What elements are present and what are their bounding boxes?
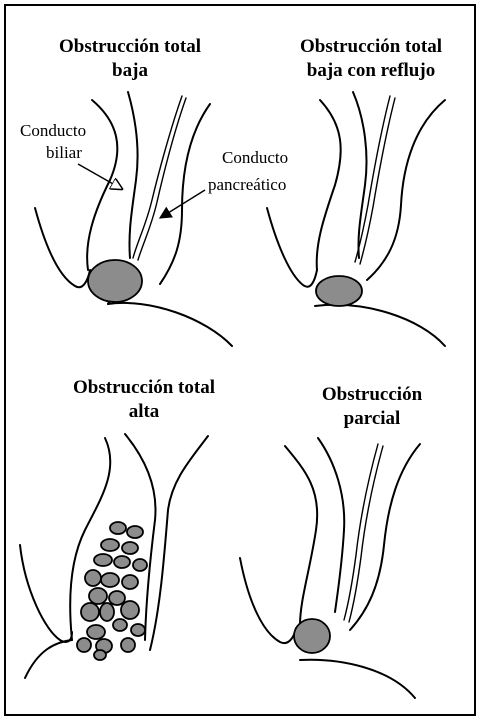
gallstone xyxy=(122,542,138,554)
bile-duct-right-wall xyxy=(318,438,344,612)
gallstone xyxy=(94,554,112,566)
gallstone xyxy=(316,276,362,306)
panel-3-title-line1: Obstrucción total xyxy=(73,377,215,398)
gallstone xyxy=(294,619,330,653)
gallstone xyxy=(89,588,107,604)
gallstone xyxy=(122,575,138,589)
stone-cluster xyxy=(77,522,147,660)
panel-2-ducts xyxy=(267,92,445,346)
pancreas-outer-wall xyxy=(150,436,208,650)
gallstone xyxy=(127,526,143,538)
duodenum-left-wall xyxy=(240,558,296,643)
pancreatic-duct-line-b xyxy=(349,446,383,622)
gallstone xyxy=(131,624,145,636)
panel-4-title-line2: parcial xyxy=(344,408,401,429)
gallstone xyxy=(113,619,127,631)
duodenum-left-wall xyxy=(35,208,90,287)
duodenum-left-wall xyxy=(267,208,317,287)
gallstone xyxy=(77,638,91,652)
panel-3-title-line2: alta xyxy=(129,401,160,422)
panel-3-ducts xyxy=(20,434,208,678)
pancreas-outer-wall xyxy=(350,444,420,630)
gallstone xyxy=(81,603,99,621)
bile-duct-label-line1: Conducto xyxy=(20,121,86,140)
bile-duct-label-line2: biliar xyxy=(46,143,82,162)
panel-partial: Obstrucción parcial xyxy=(240,384,423,698)
gallstone xyxy=(88,260,142,302)
panel-2-title-line1: Obstrucción total xyxy=(300,36,442,57)
gallstone xyxy=(110,522,126,534)
pancreas-outer-wall xyxy=(367,100,445,280)
duodenum-lower-wall xyxy=(108,303,232,346)
bile-duct-left-wall xyxy=(87,100,117,270)
gallstone xyxy=(101,573,119,587)
pancreatic-duct-line-a xyxy=(133,96,182,258)
gallstone xyxy=(133,559,147,571)
panel-1-title-line2: baja xyxy=(112,60,148,81)
gallstone xyxy=(109,591,125,605)
pancreas-outer-wall xyxy=(160,104,210,284)
gallstone xyxy=(121,601,139,619)
panel-total-high: Obstrucción total alta xyxy=(20,377,215,678)
gallstone xyxy=(114,556,130,568)
bile-duct-left-wall xyxy=(317,100,341,270)
gallstone xyxy=(87,625,105,639)
panel-4-ducts xyxy=(240,438,420,698)
pancreatic-duct-label-line1: Conducto xyxy=(222,148,288,167)
panel-total-low: Obstrucción total baja Conducto biliar C… xyxy=(20,36,288,346)
panel-1-title-line1: Obstrucción total xyxy=(59,36,201,57)
gallstone xyxy=(101,539,119,551)
duodenum-lower-wall xyxy=(315,305,445,346)
panel-2-title-line2: baja con reflujo xyxy=(307,60,435,81)
duodenum-left-wall xyxy=(20,545,72,642)
panel-total-low-reflux: Obstrucción total baja con reflujo xyxy=(267,36,445,346)
gallstone xyxy=(94,650,106,660)
panel-4-title-line1: Obstrucción xyxy=(322,384,423,405)
bile-duct-right-wall xyxy=(128,92,138,258)
bile-duct-right-wall xyxy=(353,92,367,258)
gallstone xyxy=(121,638,135,652)
pancreatic-duct-label-line2: pancreático xyxy=(208,175,286,194)
duodenum-lower-wall xyxy=(300,660,415,698)
bile-duct-left-wall xyxy=(285,446,317,625)
gallstone xyxy=(85,570,101,586)
pancreatic-duct-line-b xyxy=(138,98,186,260)
gallstone xyxy=(100,603,114,621)
pancreatic-duct-line-a xyxy=(355,96,390,262)
duodenum-lower-wall xyxy=(25,640,72,678)
